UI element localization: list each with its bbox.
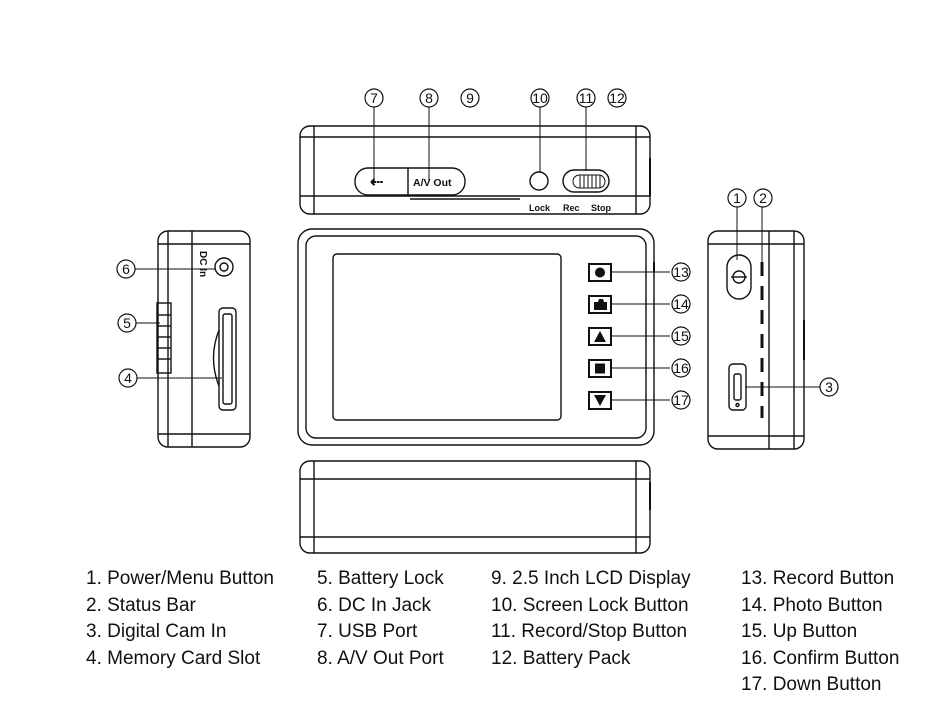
up-arrow-icon [594,331,606,342]
front-view [297,228,655,446]
legend-item: 8. A/V Out Port [317,647,444,669]
bottom-view [299,460,651,554]
legend-item: 3. Digital Cam In [86,621,227,642]
legend-item: 11. Record/Stop Button [491,621,688,642]
usb-av-port-outline [354,167,466,196]
left-side-view [156,230,251,448]
top-view [299,125,651,215]
legend-item: 15. Up Button [741,621,858,642]
leader-lines [134,107,821,401]
legend-column-2: 5. Battery Lock 6. DC In Jack 7. USB Por… [317,566,444,672]
legend: 1. Power/Menu Button 2. Status Bar 3. Di… [0,566,931,714]
callout-9: 9 [466,90,474,106]
callout-2: 2 [759,190,767,206]
legend-item: 12. Battery Pack [491,647,631,669]
legend-item: 6. DC In Jack [317,594,432,616]
callout-8: 8 [425,90,433,106]
legend-item: 14. Photo Button [741,594,883,616]
dc-in-label: DC In [197,251,208,277]
memory-card-slot [218,307,237,411]
legend-item: 17. Down Button [741,674,882,695]
legend-column-3: 9. 2.5 Inch LCD Display 10. Screen Lock … [491,566,691,672]
stop-square-icon [595,363,605,374]
battery-lock [156,302,172,374]
usb-icon: ⇠ [370,174,383,191]
callout-1: 1 [733,190,741,206]
av-out-label: A/V Out [413,177,452,189]
callout-12: 12 [609,90,625,106]
legend-item: 7. USB Port [317,621,418,642]
legend-item: 16. Confirm Button [741,647,900,669]
stop-label: Stop [591,203,611,213]
callout-16: 16 [673,360,689,376]
lcd-display [332,253,562,421]
legend-column-1: 1. Power/Menu Button 2. Status Bar 3. Di… [86,566,274,672]
legend-item: 1. Power/Menu Button [86,568,274,589]
right-side-view [707,230,805,450]
callout-3: 3 [825,379,833,395]
legend-item: 13. Record Button [741,568,895,589]
callout-13: 13 [673,264,689,280]
callout-17: 17 [673,392,689,408]
callout-11: 11 [579,90,594,106]
legend-item: 4. Memory Card Slot [86,647,261,669]
callout-4: 4 [124,370,132,386]
camera-icon [594,299,607,310]
callout-5: 5 [123,315,131,331]
callout-10: 10 [532,90,548,106]
callout-numbers: 7 8 9 10 11 12 1 2 3 6 5 4 13 14 15 16 1… [122,90,833,408]
callout-15: 15 [673,328,689,344]
legend-item: 9. 2.5 Inch LCD Display [491,568,691,589]
power-menu-button [726,254,752,300]
callout-14: 14 [673,296,689,312]
callout-circles [116,88,839,410]
rec-label: Rec [563,203,580,213]
callout-7: 7 [370,90,378,106]
legend-item: 5. Battery Lock [317,568,444,589]
legend-item: 2. Status Bar [86,594,196,616]
record-icon [595,267,605,278]
legend-item: 10. Screen Lock Button [491,594,689,616]
lock-label: Lock [529,203,551,213]
record-stop-switch [562,169,610,193]
callout-6: 6 [122,261,130,277]
legend-column-4: 13. Record Button 14. Photo Button 15. U… [741,566,899,699]
down-arrow-icon [594,395,606,406]
dc-in-jack [214,257,234,277]
screen-lock-button [529,171,549,191]
